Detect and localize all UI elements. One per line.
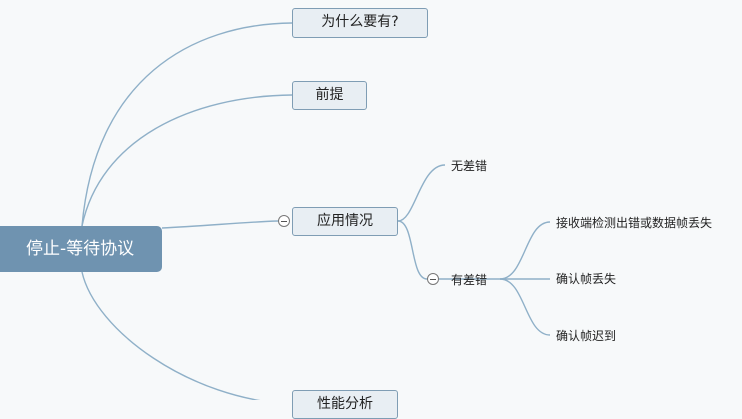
collapse-toggle-application-icon[interactable] — [278, 215, 290, 227]
node-detect-or-lost[interactable]: 接收端检测出错或数据帧丢失 — [556, 216, 713, 230]
edge-root-why — [81, 22, 293, 227]
edge-root-performance — [81, 271, 262, 400]
edge-root-premise — [81, 94, 293, 227]
node-application[interactable]: 应用情况 — [292, 207, 398, 236]
edge-application-noerror — [397, 164, 446, 222]
node-ack-lost[interactable]: 确认帧丢失 — [556, 272, 617, 286]
edge-error-acklate — [499, 278, 551, 336]
edge-error-detect — [499, 221, 551, 280]
node-no-error[interactable]: 无差错 — [451, 159, 488, 173]
edge-application-error — [397, 220, 428, 280]
node-performance[interactable]: 性能分析 — [292, 390, 398, 419]
node-why[interactable]: 为什么要有? — [292, 8, 428, 38]
node-ack-late[interactable]: 确认帧迟到 — [556, 329, 617, 343]
connector-lines — [81, 22, 551, 400]
node-has-error[interactable]: 有差错 — [451, 273, 488, 287]
edge-root-application — [161, 220, 279, 229]
collapse-toggle-error-icon[interactable] — [427, 273, 439, 285]
node-premise[interactable]: 前提 — [292, 81, 367, 110]
root-node[interactable]: 停止-等待协议 — [0, 226, 162, 272]
